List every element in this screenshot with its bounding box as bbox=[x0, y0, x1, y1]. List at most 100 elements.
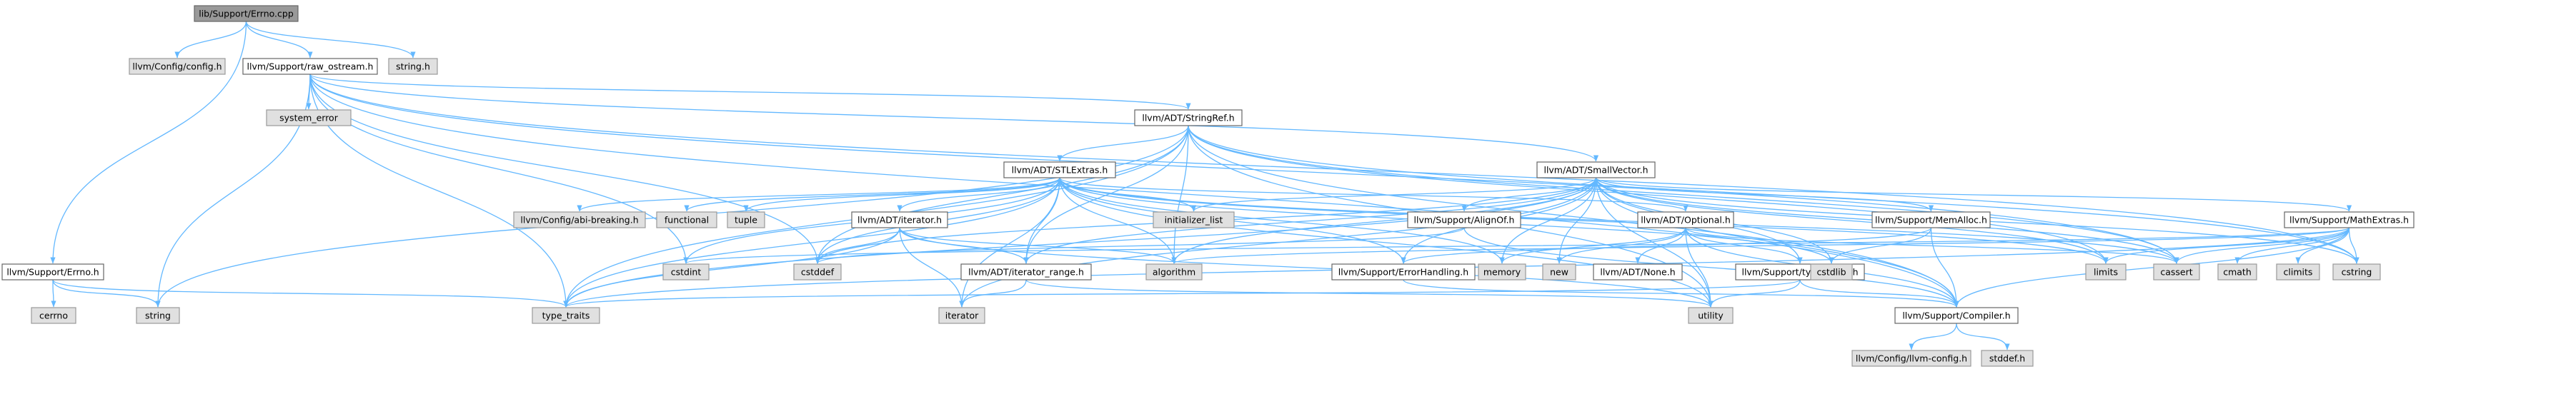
node-label: llvm/Support/AlignOf.h bbox=[1414, 215, 1515, 226]
node-box bbox=[1542, 263, 1576, 281]
edge-errno_h-to-type_traits bbox=[52, 279, 569, 308]
edge-iterator_h-to-utility bbox=[899, 227, 1714, 308]
node-label: memory bbox=[1483, 267, 1521, 278]
edge-raw_ostream-to-cstdint bbox=[309, 74, 689, 264]
edge-stringref-to-stlextras bbox=[1057, 125, 1189, 162]
node-cassert: cassert bbox=[2153, 263, 2200, 281]
node-cstdint: cstdint bbox=[662, 263, 710, 281]
node-errorhandling[interactable]: llvm/Support/ErrorHandling.h bbox=[1331, 263, 1476, 281]
node-box bbox=[2332, 263, 2381, 281]
edge-smallvector-to-memory bbox=[1499, 177, 1597, 264]
node-box bbox=[1593, 263, 1683, 281]
node-label: iterator bbox=[945, 310, 979, 321]
node-box bbox=[1331, 263, 1476, 281]
edge-stlextras-to-tuple bbox=[743, 177, 1060, 212]
node-label: initializer_list bbox=[1165, 215, 1223, 226]
node-iterator-range[interactable]: llvm/ADT/iterator_range.h bbox=[960, 263, 1092, 281]
edge-stringref-to-iterator_range bbox=[1023, 125, 1189, 264]
node-errno-cpp[interactable]: lib/Support/Errno.cpp bbox=[194, 5, 299, 22]
node-label: llvm/ADT/iterator.h bbox=[857, 215, 942, 226]
edge-smallvector-to-algorithm bbox=[1171, 177, 1597, 264]
edge-stlextras-to-iterator bbox=[959, 177, 1060, 308]
node-stddef-h: stddef.h bbox=[1981, 350, 2034, 367]
node-box bbox=[2217, 263, 2257, 281]
node-box bbox=[1637, 211, 1734, 228]
node-label: new bbox=[1550, 267, 1568, 278]
edge-stlextras-to-utility bbox=[1059, 177, 1714, 308]
node-config-h: llvm/Config/config.h bbox=[129, 58, 226, 75]
node-label: llvm/Config/config.h bbox=[132, 61, 222, 72]
node-climits: climits bbox=[2276, 263, 2320, 281]
node-initializer-list: initializer_list bbox=[1153, 211, 1235, 228]
node-optional[interactable]: llvm/ADT/Optional.h bbox=[1637, 211, 1734, 228]
node-label: llvm/Support/Errno.h bbox=[6, 267, 99, 278]
node-mathextras[interactable]: llvm/Support/MathExtras.h bbox=[2284, 211, 2415, 228]
node-label: cstdint bbox=[671, 267, 702, 278]
node-box bbox=[2085, 263, 2127, 281]
node-label: llvm/ADT/None.h bbox=[1600, 267, 1675, 278]
node-algorithm: algorithm bbox=[1145, 263, 1203, 281]
node-memalloc[interactable]: llvm/Support/MemAlloc.h bbox=[1871, 211, 1991, 228]
node-box bbox=[129, 58, 226, 75]
node-stringref[interactable]: llvm/ADT/StringRef.h bbox=[1134, 109, 1243, 126]
node-string-h: string.h bbox=[388, 58, 438, 75]
node-box bbox=[1153, 211, 1235, 228]
node-errno-h[interactable]: llvm/Support/Errno.h bbox=[1, 263, 104, 281]
node-raw-ostream[interactable]: llvm/Support/raw_ostream.h bbox=[242, 58, 378, 75]
edge-smallvector-to-iterator_range bbox=[1023, 177, 1597, 264]
node-box bbox=[1894, 307, 2019, 324]
node-box bbox=[727, 211, 765, 228]
node-box bbox=[194, 5, 299, 22]
edge-mathextras-to-cmath bbox=[2234, 227, 2350, 264]
node-box bbox=[1981, 350, 2034, 367]
edge-iterator_h-to-iterator_range bbox=[899, 227, 1029, 264]
node-box bbox=[1478, 263, 1526, 281]
edge-mathextras-to-cstring bbox=[2348, 227, 2359, 264]
edge-raw_ostream-to-stringref bbox=[309, 74, 1191, 110]
node-label: algorithm bbox=[1153, 267, 1195, 278]
node-label: cassert bbox=[2160, 267, 2192, 278]
node-box bbox=[1134, 109, 1243, 126]
edge-iterator_h-to-type_traits bbox=[563, 227, 900, 308]
node-label: lib/Support/Errno.cpp bbox=[199, 9, 294, 19]
node-compiler-h[interactable]: llvm/Support/Compiler.h bbox=[1894, 307, 2019, 324]
node-label: cerrno bbox=[39, 310, 68, 321]
edge-raw_ostream-to-cstddef bbox=[309, 74, 820, 264]
node-box bbox=[1003, 161, 1116, 178]
edge-stlextras-to-functional bbox=[684, 177, 1060, 212]
edge-memalloc-to-errorhandling bbox=[1401, 227, 1932, 264]
edge-memalloc-to-compiler_h bbox=[1930, 227, 1959, 308]
node-type-traits: type_traits bbox=[532, 307, 600, 324]
node-label: cstring bbox=[2342, 267, 2372, 278]
edge-stringref-to-cstddef bbox=[815, 125, 1189, 264]
node-stlextras[interactable]: llvm/ADT/STLExtras.h bbox=[1003, 161, 1116, 178]
edge-support_type_traits-to-compiler_h bbox=[1799, 279, 1959, 308]
node-box bbox=[136, 307, 180, 324]
node-label: cmath bbox=[2223, 267, 2252, 278]
edge-stlextras-to-initializer_list bbox=[1059, 177, 1197, 212]
edge-iterator_h-to-iterator bbox=[899, 227, 965, 308]
node-label: tuple bbox=[735, 215, 757, 226]
node-box bbox=[242, 58, 378, 75]
node-label: llvm/ADT/SmallVector.h bbox=[1543, 165, 1648, 176]
node-alignof[interactable]: llvm/Support/AlignOf.h bbox=[1407, 211, 1521, 228]
node-iterator-h[interactable]: llvm/ADT/iterator.h bbox=[851, 211, 948, 228]
edge-compiler_h-to-stddef_h bbox=[1956, 323, 2010, 350]
node-label: climits bbox=[2284, 267, 2313, 278]
node-box bbox=[1810, 263, 1853, 281]
edge-compiler_h-to-llvm_config bbox=[1909, 323, 1957, 350]
node-none-h[interactable]: llvm/ADT/None.h bbox=[1593, 263, 1683, 281]
node-smallvector[interactable]: llvm/ADT/SmallVector.h bbox=[1536, 161, 1656, 178]
edge-stlextras-to-cassert bbox=[1059, 177, 2179, 264]
node-limits: limits bbox=[2085, 263, 2127, 281]
node-label: llvm/ADT/iterator_range.h bbox=[968, 267, 1084, 278]
edge-smallvector-to-limits bbox=[1595, 177, 2109, 264]
edge-iterator_range-to-iterator bbox=[959, 279, 1027, 308]
edge-raw_ostream-to-string bbox=[155, 74, 311, 308]
node-box bbox=[2284, 211, 2415, 228]
edge-errno_cpp-to-config_h bbox=[174, 21, 247, 59]
edge-memalloc-to-cstdlib bbox=[1829, 227, 1932, 264]
node-box bbox=[388, 58, 438, 75]
edge-raw_ostream-to-compiler_h bbox=[309, 74, 1959, 308]
